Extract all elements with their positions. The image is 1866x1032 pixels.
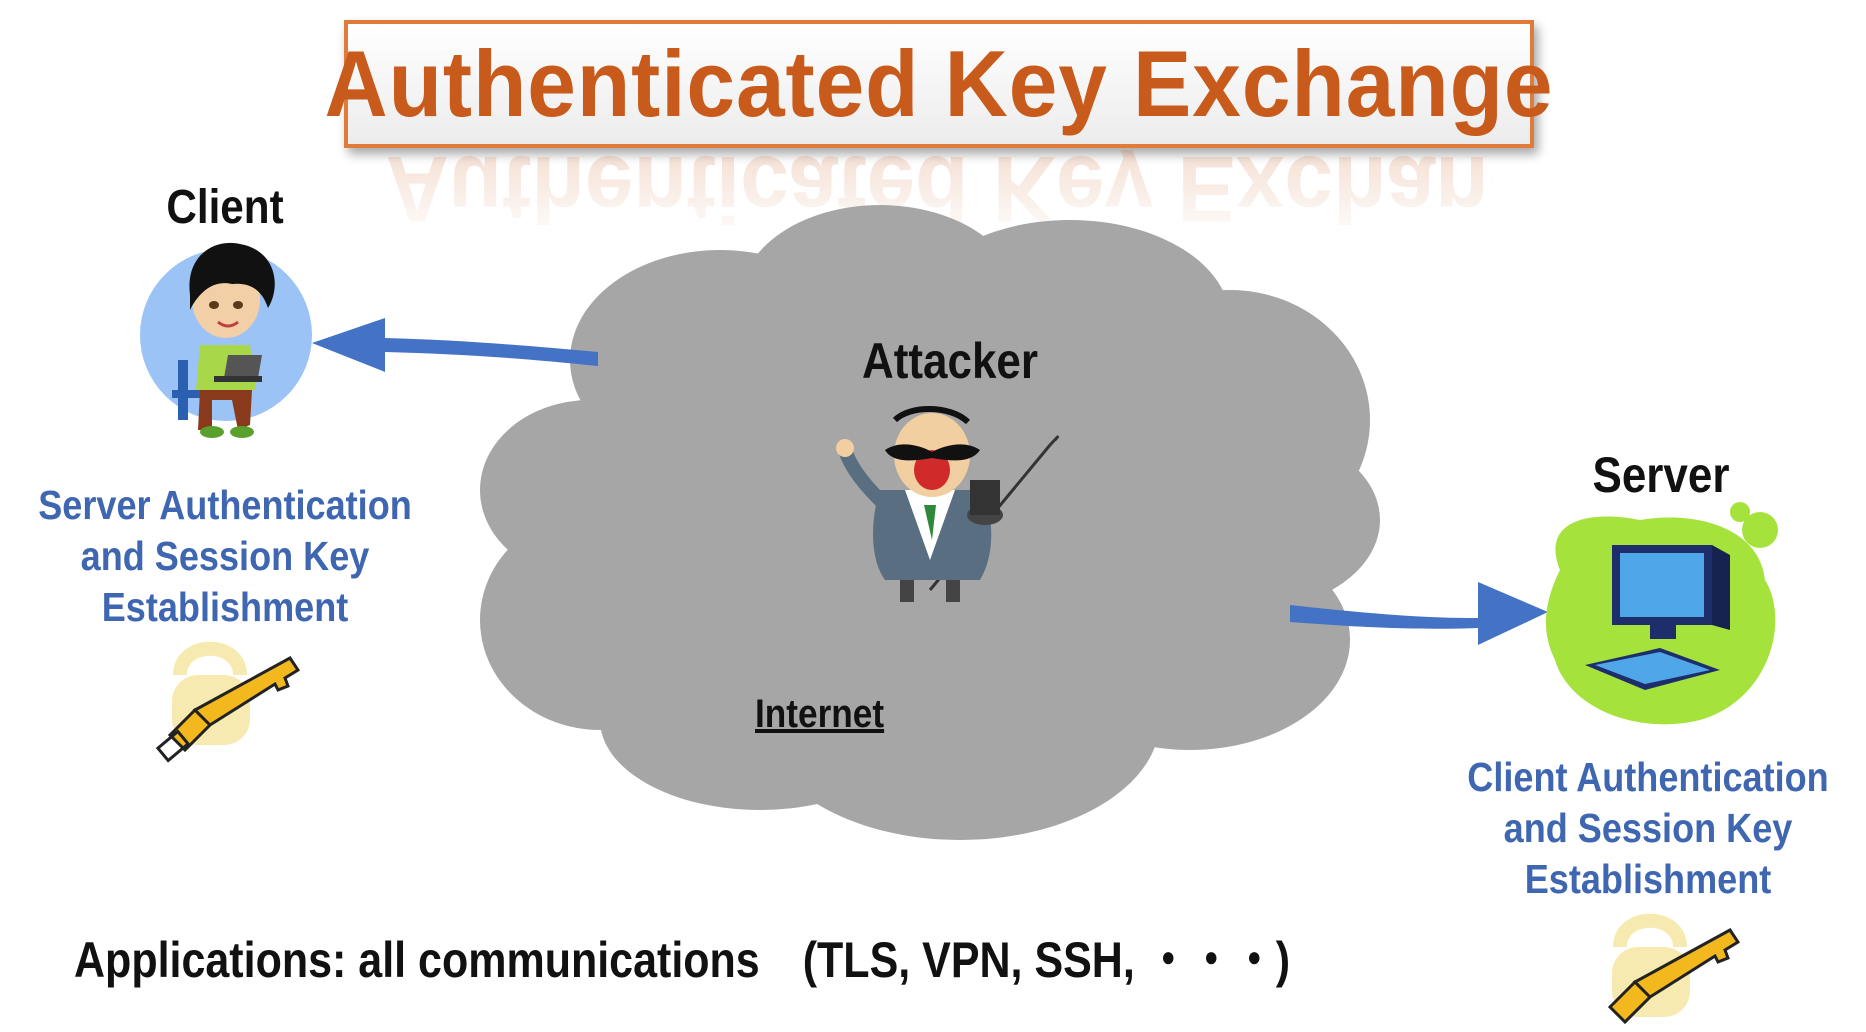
internet-label: Internet bbox=[755, 692, 885, 736]
internet-cloud bbox=[480, 205, 1380, 840]
client-caption-line: Server Authentication bbox=[38, 482, 412, 528]
title-box: Authenticated Key Exchange bbox=[324, 20, 1554, 148]
applications-text: Applications: all communications (TLS, V… bbox=[74, 932, 1291, 988]
client-caption-line: and Session Key bbox=[80, 533, 370, 579]
server-label: Server bbox=[1592, 447, 1730, 503]
client-label: Client bbox=[166, 181, 284, 234]
arrow-to-client bbox=[312, 318, 598, 372]
page-title: Authenticated Key Exchange bbox=[324, 31, 1554, 136]
attacker-label: Attacker bbox=[861, 333, 1039, 389]
server-caption-line: Establishment bbox=[1524, 856, 1772, 902]
server-caption: Client Authentication and Session Key Es… bbox=[1430, 752, 1866, 905]
client-person-icon bbox=[140, 242, 312, 438]
arrow-to-server bbox=[1290, 582, 1548, 645]
key-icon bbox=[1607, 913, 1741, 1025]
client-caption: Server Authentication and Session Key Es… bbox=[0, 480, 450, 633]
client-caption-line: Establishment bbox=[101, 584, 349, 630]
attacker-villain-icon bbox=[836, 406, 1060, 602]
server-computer-icon bbox=[1545, 502, 1778, 725]
server-caption-line: and Session Key bbox=[1503, 805, 1793, 851]
server-caption-line: Client Authentication bbox=[1467, 754, 1829, 800]
key-icon bbox=[155, 641, 301, 763]
